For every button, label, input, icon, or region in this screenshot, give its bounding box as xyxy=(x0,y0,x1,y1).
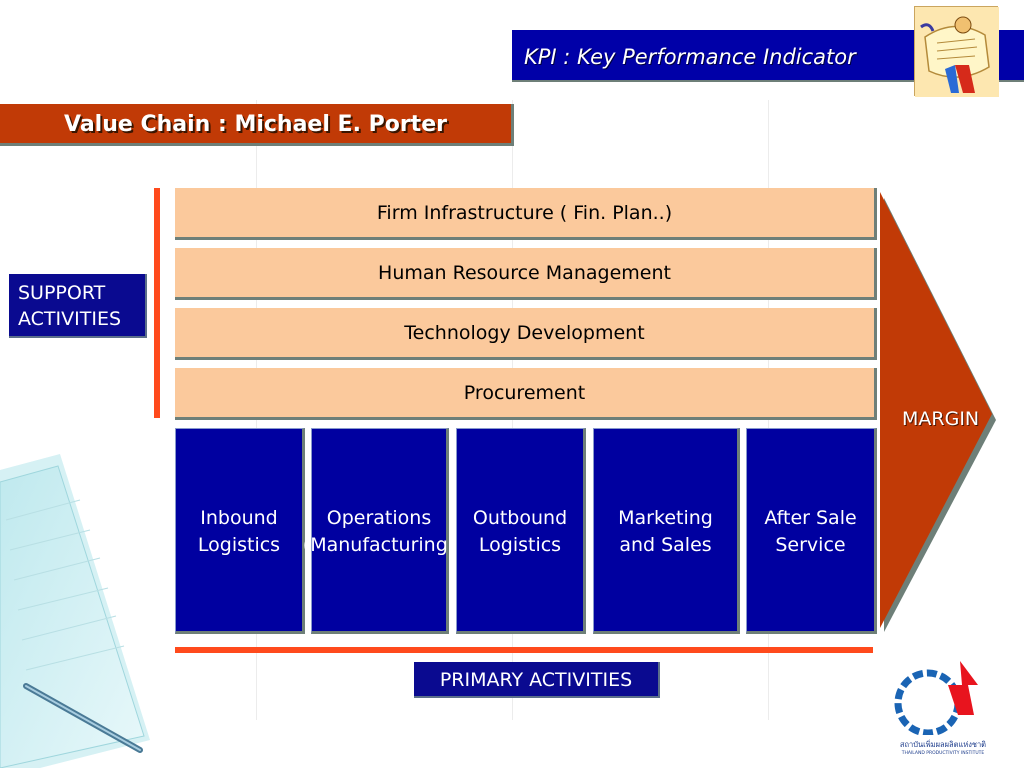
support-row-firm-infrastructure: Firm Infrastructure ( Fin. Plan..) xyxy=(175,188,877,240)
primary-box-label: Marketing and Sales xyxy=(618,507,713,556)
support-row-human-resource: Human Resource Management xyxy=(175,248,877,300)
margin-arrow xyxy=(880,192,996,632)
primary-box-label: Operations (Manufacturing) xyxy=(302,507,456,556)
logo-text-english: THAILAND PRODUCTIVITY INSTITUTE xyxy=(901,751,985,756)
slide-title-bar: Value Chain : Michael E. Porter xyxy=(0,104,514,146)
primary-box-label: After Sale Service xyxy=(764,507,857,556)
primary-box-inbound-logistics: Inbound Logistics xyxy=(175,428,305,634)
thailand-productivity-institute-logo: สถาบันเพิ่มผลผลิตแห่งชาติ THAILAND PRODU… xyxy=(888,655,998,756)
primary-box-label: Inbound Logistics xyxy=(197,507,281,556)
support-row-label: Firm Infrastructure ( Fin. Plan..) xyxy=(376,201,673,224)
primary-box-marketing-sales: Marketing and Sales xyxy=(593,428,740,634)
support-activities-label: SUPPORT ACTIVITIES xyxy=(9,274,147,338)
primary-box-label: Outbound Logistics xyxy=(472,507,568,556)
support-row-label: Technology Development xyxy=(404,321,645,344)
support-row-label: Procurement xyxy=(463,381,586,404)
support-row-procurement: Procurement xyxy=(175,368,877,420)
margin-label: MARGIN xyxy=(902,408,980,430)
support-bracket xyxy=(154,188,160,418)
support-row-label: Human Resource Management xyxy=(378,261,671,284)
clipart-person-with-paper-icon xyxy=(914,6,999,97)
slide-title: Value Chain : Michael E. Porter xyxy=(64,112,447,137)
support-row-technology: Technology Development xyxy=(175,308,877,360)
primary-activities-label: PRIMARY ACTIVITIES xyxy=(414,662,660,698)
primary-box-operations: Operations (Manufacturing) xyxy=(303,428,455,634)
header-title: KPI : Key Performance Indicator xyxy=(524,45,856,69)
primary-underline xyxy=(175,647,873,653)
notepad-icon xyxy=(0,454,150,768)
support-activities-text: SUPPORT ACTIVITIES xyxy=(18,282,122,330)
primary-box-after-sale-service: After Sale Service xyxy=(746,428,877,634)
primary-box-outbound-logistics: Outbound Logistics xyxy=(456,428,586,634)
logo-text-thai: สถาบันเพิ่มผลผลิตแห่งชาติ xyxy=(899,740,987,749)
